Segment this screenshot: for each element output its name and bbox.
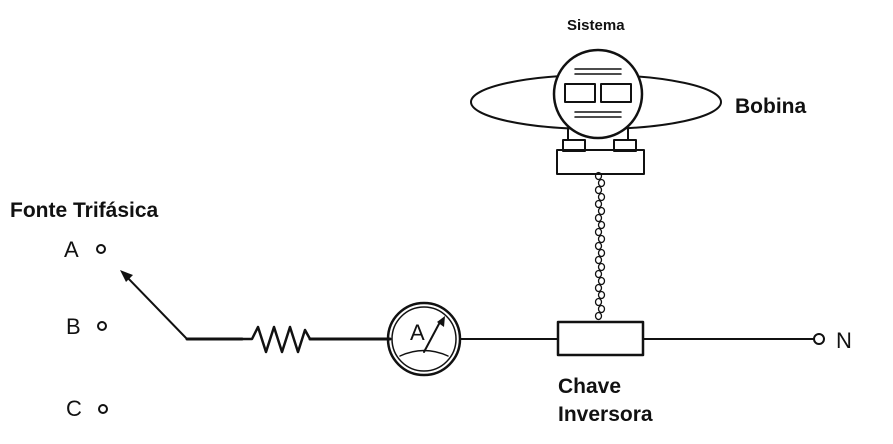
chain-link [594,241,603,251]
chain-link [594,311,603,321]
neutral-label: N [836,328,852,353]
switch-label-line2: Inversora [558,403,653,426]
ammeter: A [386,301,462,377]
system-sphere [552,48,644,141]
chain-link [594,171,603,181]
phase-b-label: B [66,314,81,339]
switch-label-line1: Chave [558,375,621,398]
phase-b-terminal [97,321,107,331]
chain-link [597,290,606,300]
chain-link [594,255,603,265]
selector-switch [120,270,188,340]
chain-link [594,185,603,195]
phase-c-label: C [66,396,82,421]
reversing-switch [556,320,645,357]
chain-link [594,227,603,237]
chain-link [597,248,606,258]
chain-link [594,213,603,223]
chain-link [594,297,603,307]
chain-link [597,304,606,314]
chain-link [597,276,606,286]
chain-link [597,192,606,202]
chain-link [597,206,606,216]
coil-support [556,139,645,175]
ammeter-symbol: A [410,320,425,345]
chain-link [594,269,603,279]
phase-c-terminal [98,404,108,414]
phase-a-label: A [64,237,79,262]
switch-arrow-head [120,270,133,282]
phase-a-terminal [96,244,106,254]
resistor [240,325,312,354]
chain-link [597,262,606,272]
chain-link [597,178,606,188]
ammeter-needle [423,321,441,353]
connecting-chain [594,171,606,321]
source-label: Fonte Trifásica [10,199,159,222]
system-label: Sistema [567,17,625,34]
chain-link [597,234,606,244]
coil-label: Bobina [735,95,806,118]
neutral-terminal [813,333,825,345]
chain-link [594,199,603,209]
chain-link [594,283,603,293]
chain-link [597,220,606,230]
